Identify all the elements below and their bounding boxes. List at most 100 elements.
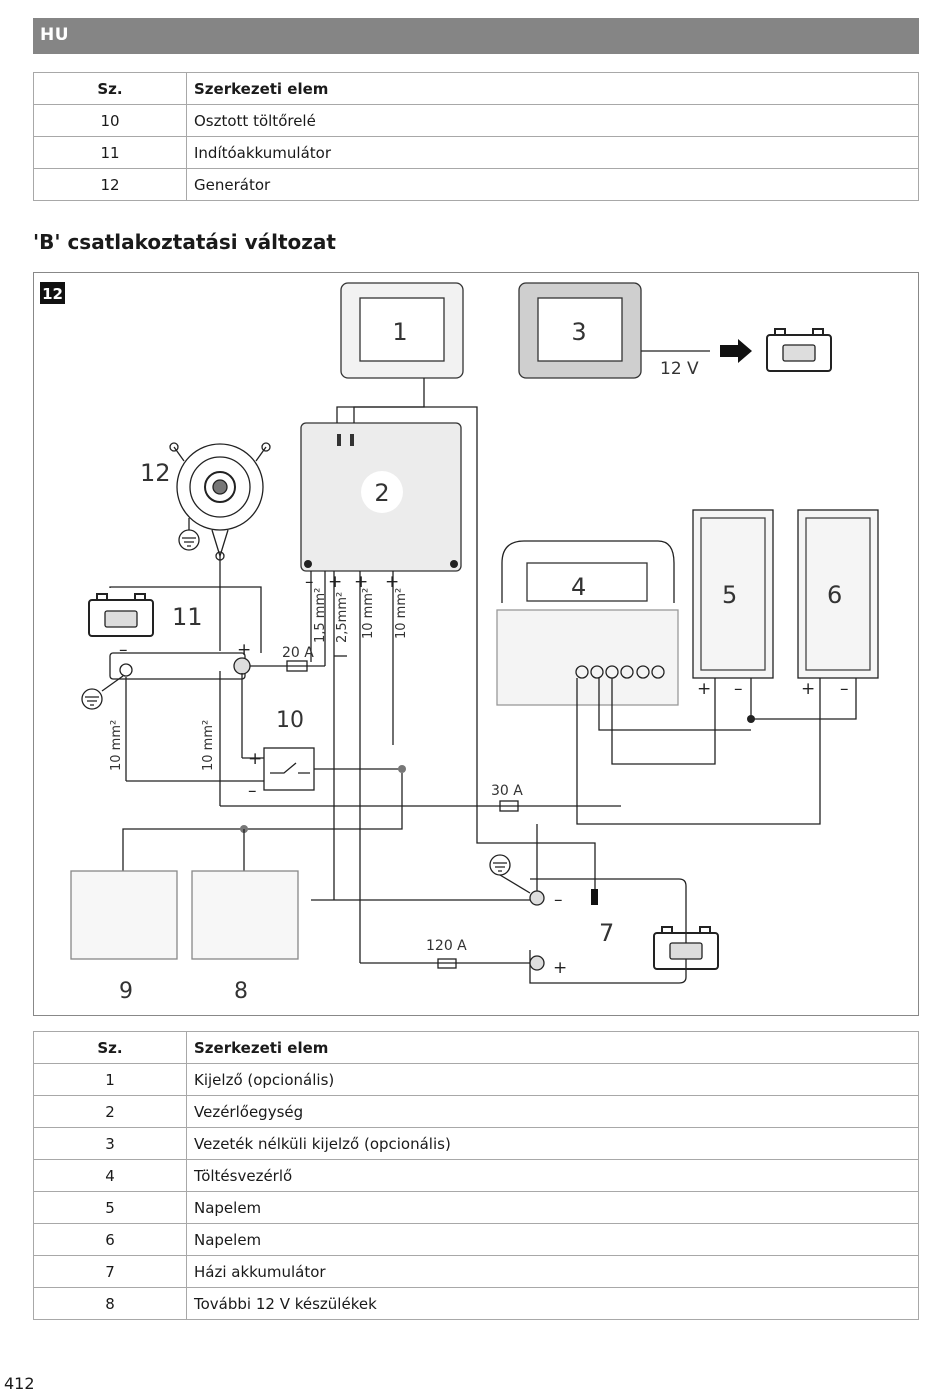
- row-component: Osztott töltőrelé: [186, 104, 919, 137]
- fuse: [499, 800, 519, 812]
- column-header-number: Sz.: [33, 1031, 187, 1064]
- terminal-plus: +: [385, 572, 399, 592]
- callout-6: 6: [827, 581, 842, 609]
- cross-section-label: 1,5 mm²: [313, 588, 328, 643]
- callout-3: 3: [571, 318, 586, 346]
- terminal-minus: –: [734, 679, 743, 699]
- parts-table-top: Sz. Szerkezeti elem 10 Osztott töltőrelé…: [33, 72, 919, 201]
- ground-icon: [81, 675, 124, 710]
- figure-number: 12: [42, 285, 63, 303]
- control-unit: 2: [300, 422, 462, 572]
- callout-1: 1: [392, 318, 407, 346]
- terminal-lug: [529, 955, 545, 971]
- arrow-right-icon: [720, 339, 752, 363]
- terminal-plus: +: [801, 679, 815, 699]
- row-component: Napelem: [186, 1223, 919, 1256]
- table-row: 12 Generátor: [33, 168, 919, 201]
- language-code: HU: [40, 25, 70, 45]
- figure-number-badge: [40, 282, 65, 304]
- junction: [747, 715, 755, 723]
- charge-controller: [496, 540, 679, 706]
- row-number: 1: [33, 1063, 187, 1096]
- row-number: 4: [33, 1159, 187, 1192]
- solar-panel: [797, 509, 879, 679]
- relay-switch: [270, 762, 310, 774]
- section-heading: 'B' csatlakoztatási változat: [33, 230, 336, 254]
- wire: [336, 378, 425, 423]
- wiring-diagram: 12 1 3 12 V 2: [33, 272, 919, 1016]
- cross-section-label: 10 mm²: [394, 588, 409, 639]
- row-component: Házi akkumulátor: [186, 1255, 919, 1288]
- cross-section-label: 10 mm²: [109, 720, 124, 771]
- row-component: Generátor: [186, 168, 919, 201]
- terminal-minus: –: [554, 890, 563, 910]
- callout-7: 7: [599, 919, 614, 947]
- wire: [353, 406, 596, 903]
- row-component: További 12 V készülékek: [186, 1287, 919, 1320]
- terminal-plus: +: [697, 679, 711, 699]
- terminal-plus: +: [248, 749, 262, 769]
- wire: [109, 586, 262, 653]
- terminal-lug: [233, 657, 251, 675]
- table-row: 2 Vezérlőegység: [33, 1095, 919, 1128]
- wire: [576, 678, 857, 825]
- callout-8: 8: [234, 979, 248, 1004]
- display-unit: 1: [340, 282, 464, 379]
- row-component: Kijelző (opcionális): [186, 1063, 919, 1096]
- row-number: 6: [33, 1223, 187, 1256]
- terminal-minus: –: [305, 572, 314, 592]
- table-row: 8 További 12 V készülékek: [33, 1287, 919, 1320]
- terminal-lug: [119, 663, 133, 677]
- solar-panel: [692, 509, 774, 679]
- table-row: 1 Kijelző (opcionális): [33, 1063, 919, 1096]
- row-number: 7: [33, 1255, 187, 1288]
- ground-icon: [178, 518, 200, 551]
- page-number: 412: [4, 1374, 35, 1392]
- terminal-minus: –: [119, 640, 128, 660]
- column-header-component: Szerkezeti elem: [186, 1031, 919, 1064]
- cross-section-label: 10 mm²: [201, 720, 216, 771]
- house-battery-icon: [653, 926, 719, 970]
- callout-4: 4: [571, 573, 586, 601]
- fuse-label: 120 A: [426, 938, 467, 954]
- table-row: 5 Napelem: [33, 1191, 919, 1224]
- starter-battery-icon: [88, 593, 154, 637]
- wire: [122, 773, 403, 871]
- terminal-minus: –: [248, 781, 257, 801]
- column-header-number: Sz.: [33, 72, 187, 105]
- row-number: 8: [33, 1287, 187, 1320]
- junction: [398, 765, 406, 773]
- callout-12: 12: [140, 459, 171, 487]
- table-row: 10 Osztott töltőrelé: [33, 104, 919, 137]
- row-number: 10: [33, 104, 187, 137]
- cross-section-label: 2,5mm²: [335, 592, 350, 643]
- fuse: [286, 660, 308, 672]
- terminal-lug: [529, 890, 545, 906]
- row-component: Vezérlőegység: [186, 1095, 919, 1128]
- cross-section-label: 10 mm²: [361, 588, 376, 639]
- row-number: 3: [33, 1127, 187, 1160]
- row-component: Töltésvezérlő: [186, 1159, 919, 1192]
- fuse: [437, 958, 457, 969]
- terminal-plus: +: [553, 958, 567, 978]
- row-component: Vezeték nélküli kijelző (opcionális): [186, 1127, 919, 1160]
- fuse-label: 30 A: [491, 783, 523, 799]
- table-row: 3 Vezeték nélküli kijelző (opcionális): [33, 1127, 919, 1160]
- wireless-display: 3: [518, 282, 642, 379]
- callout-2: 2: [374, 479, 389, 507]
- terminal-plus: +: [237, 640, 251, 660]
- ground-icon: [489, 854, 531, 894]
- callout-9: 9: [119, 979, 133, 1004]
- fuse-label: 20 A: [282, 645, 314, 661]
- wire: [598, 678, 751, 731]
- table-header-row: Sz. Szerkezeti elem: [33, 1031, 919, 1064]
- column-header-component: Szerkezeti elem: [186, 72, 919, 105]
- row-number: 12: [33, 168, 187, 201]
- table-row: 6 Napelem: [33, 1223, 919, 1256]
- row-component: Indítóakkumulátor: [186, 136, 919, 169]
- callout-5: 5: [722, 581, 737, 609]
- house-battery: [529, 878, 687, 984]
- appliances-box: [70, 870, 178, 960]
- row-number: 2: [33, 1095, 187, 1128]
- parts-table-bottom: Sz. Szerkezeti elem 1 Kijelző (opcionáli…: [33, 1031, 919, 1320]
